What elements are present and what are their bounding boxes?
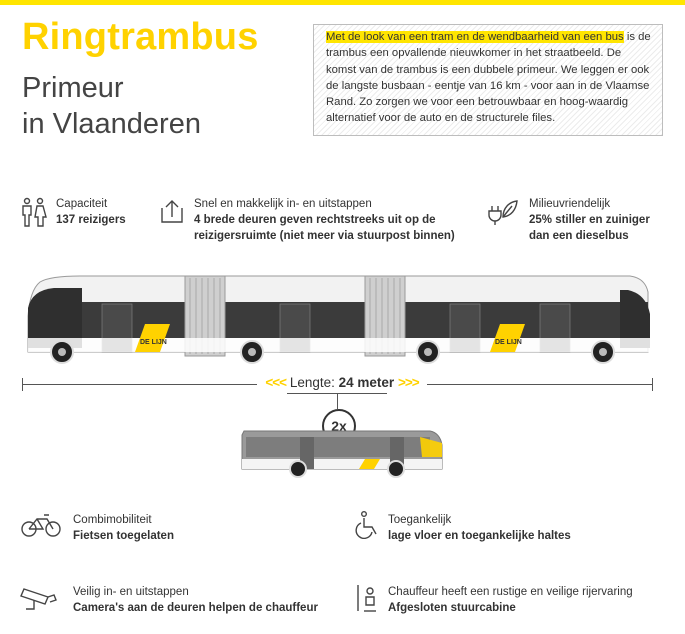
trambus-illustration: DE LIJN DE LIJN — [27, 275, 650, 364]
subtitle-line-1: Primeur — [22, 72, 124, 104]
feature-camera-title: Veilig in- en uitstappen — [73, 586, 189, 598]
feature-eco-title: Milieuvriendelijk — [529, 198, 611, 210]
bus-logo-1: DE LIJN — [140, 339, 167, 346]
length-value: 24 meter — [338, 375, 395, 390]
feature-doors-title: Snel en makkelijk in- en uitstappen — [194, 198, 372, 210]
length-label: <<< Lengte: 24 meter >>> — [257, 375, 427, 390]
driver-cabin-icon — [356, 583, 380, 618]
feature-bikes: Combimobiliteit Fietsen toegelaten — [73, 512, 273, 544]
feature-capacity-title: Capaciteit — [56, 198, 108, 210]
feature-cabin-detail: Afgesloten stuurcabine — [388, 602, 516, 614]
feature-accessible-title: Toegankelijk — [388, 514, 452, 526]
feature-accessible-detail: lage vloer en toegankelijke haltes — [388, 530, 571, 542]
standard-bus-illustration — [241, 430, 443, 478]
page-subtitle: Primeur in Vlaanderen — [22, 70, 201, 142]
feature-bikes-detail: Fietsen toegelaten — [73, 530, 174, 542]
feature-camera-detail: Camera's aan de deuren helpen de chauffe… — [73, 602, 318, 614]
feature-capacity-detail: 137 reizigers — [56, 214, 126, 226]
intro-body: is de trambus een opvallende nieuwkomer … — [326, 31, 651, 125]
feature-eco-detail: 25% stiller en zuiniger dan een dieselbu… — [529, 214, 650, 242]
eco-leaf-plug-icon — [487, 197, 519, 232]
page-title: Ringtrambus — [22, 16, 259, 58]
feature-doors-detail: 4 brede deuren geven rechtstreeks uit op… — [194, 214, 455, 242]
feature-cabin-title: Chauffeur heeft een rustige en veilige r… — [388, 586, 633, 598]
length-line-left — [22, 384, 257, 385]
camera-icon — [20, 585, 58, 616]
bicycle-icon — [20, 512, 62, 543]
door-entry-icon — [160, 198, 184, 229]
connector-line-h — [287, 393, 387, 394]
intro-textbox: Met de look van een tram en de wendbaarh… — [313, 24, 663, 136]
length-tick-left — [22, 378, 23, 391]
intro-highlight: Met de look van een tram en de wendbaarh… — [326, 31, 624, 43]
feature-accessible: Toegankelijk lage vloer en toegankelijke… — [388, 512, 628, 544]
connector-line — [337, 393, 338, 409]
wheelchair-icon — [355, 511, 381, 544]
people-icon — [20, 197, 48, 234]
bus-logo-2: DE LIJN — [495, 339, 522, 346]
length-line-right — [427, 384, 653, 385]
feature-capacity: Capaciteit 137 reizigers — [56, 196, 156, 228]
length-tick-right — [652, 378, 653, 391]
arrows-right: >>> — [397, 375, 420, 390]
length-label-text: Lengte: — [289, 375, 335, 390]
arrows-left: <<< — [265, 375, 287, 390]
feature-doors: Snel en makkelijk in- en uitstappen 4 br… — [194, 196, 484, 244]
feature-cabin: Chauffeur heeft een rustige en veilige r… — [388, 584, 678, 616]
top-accent-bar — [0, 0, 685, 5]
feature-bikes-title: Combimobiliteit — [73, 514, 152, 526]
subtitle-line-2: in Vlaanderen — [22, 108, 201, 140]
feature-eco: Milieuvriendelijk 25% stiller en zuinige… — [529, 196, 669, 244]
feature-camera: Veilig in- en uitstappen Camera's aan de… — [73, 584, 343, 616]
